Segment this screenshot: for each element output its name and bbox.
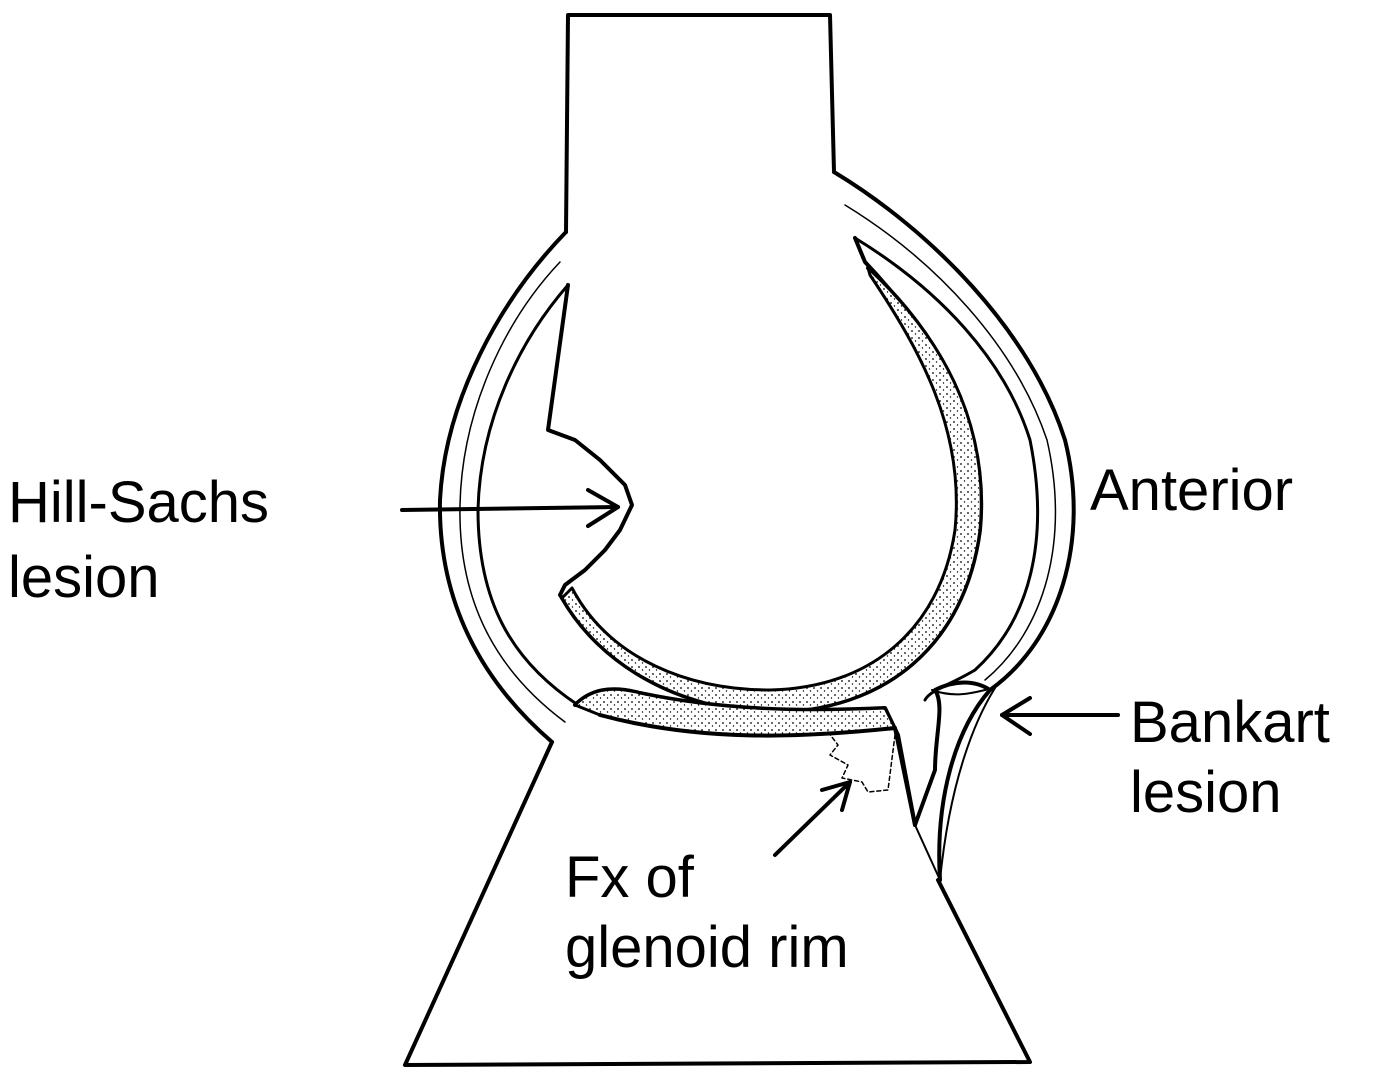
- capsule-right-inner: [853, 236, 1040, 702]
- fx-arrow: [773, 780, 852, 857]
- fracture-line: [827, 731, 896, 793]
- bankart-label-line1: Bankart: [1130, 690, 1330, 755]
- anterior-label: Anterior: [1090, 458, 1294, 523]
- fx-label-line1: Fx of: [565, 845, 694, 910]
- hill-sachs-label-line2: lesion: [8, 545, 160, 610]
- hill-sachs-label-line1: Hill-Sachs: [8, 470, 270, 535]
- hill-sachs-arrow: [400, 488, 620, 528]
- fx-label-line2: glenoid rim: [565, 915, 849, 980]
- bankart-label-line2: lesion: [1130, 760, 1282, 825]
- bankart-labrum: [914, 687, 996, 881]
- humerus-shaft: [564, 13, 836, 234]
- bankart-arrow: [1000, 696, 1120, 736]
- capsule-left-outer: [437, 230, 568, 744]
- glenoid: [403, 740, 1032, 1067]
- capsule-right-outer: [832, 170, 1076, 882]
